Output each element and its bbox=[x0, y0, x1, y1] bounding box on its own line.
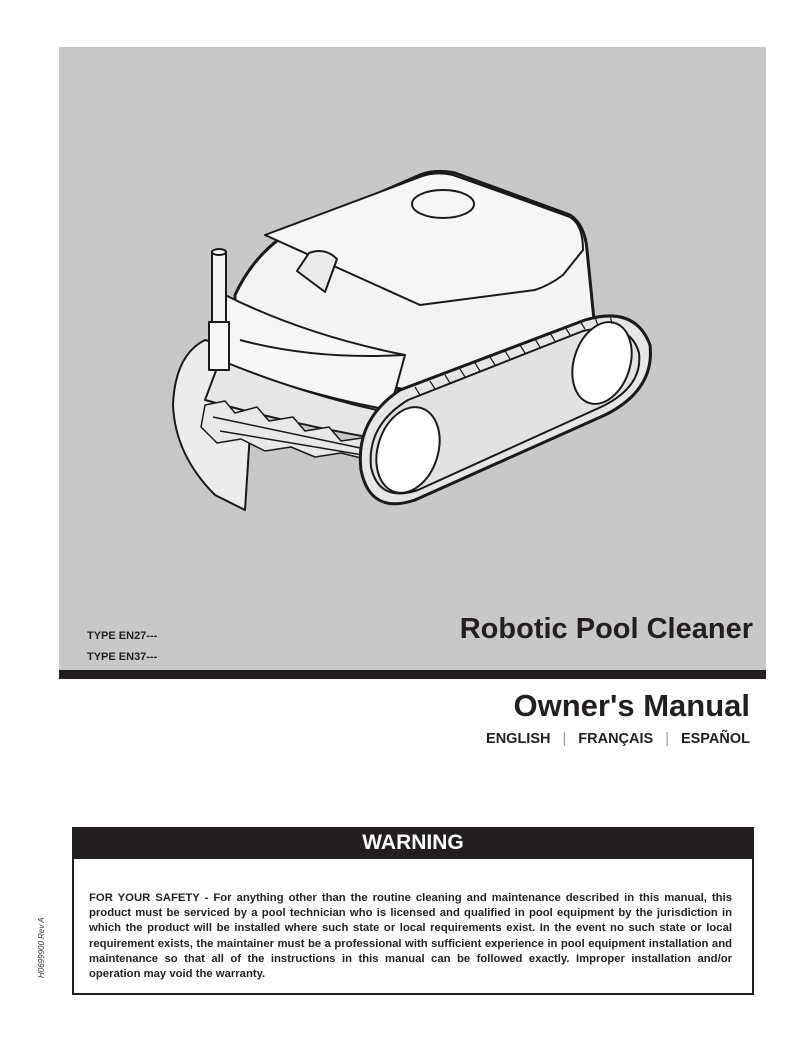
language-spanish: ESPAÑOL bbox=[680, 731, 750, 747]
robot-illustration bbox=[172, 169, 652, 511]
type-model-1: TYPE EN27--- bbox=[87, 630, 158, 642]
language-separator: | bbox=[562, 731, 567, 747]
type-model-2: TYPE EN37--- bbox=[87, 651, 158, 663]
product-title: Robotic Pool Cleaner bbox=[459, 613, 753, 645]
document-code: H0699900 Rev A bbox=[37, 917, 46, 978]
cover-divider-bar bbox=[59, 670, 766, 679]
warning-heading: WARNING bbox=[72, 827, 754, 859]
language-english: ENGLISH bbox=[486, 731, 551, 747]
warning-body: FOR YOUR SAFETY - For anything other tha… bbox=[89, 892, 732, 981]
manual-title: Owner's Manual bbox=[513, 688, 750, 723]
language-french: FRANÇAIS bbox=[578, 731, 654, 747]
language-list: ENGLISH | FRANÇAIS | ESPAÑOL bbox=[486, 731, 750, 747]
language-separator: | bbox=[665, 731, 669, 747]
